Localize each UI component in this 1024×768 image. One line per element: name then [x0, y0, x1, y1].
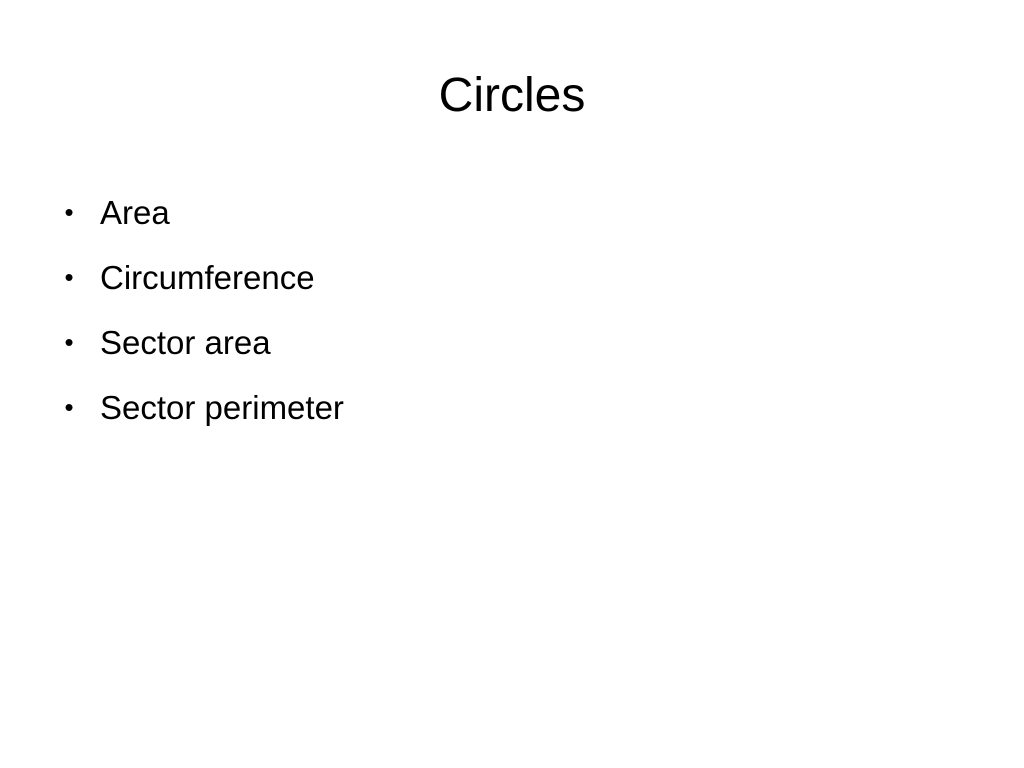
- bullet-text: Sector area: [100, 324, 271, 361]
- bullet-icon: •: [64, 262, 74, 292]
- bullet-text: Area: [100, 194, 170, 231]
- bullet-item-sector-area: • Sector area: [58, 310, 958, 375]
- bullet-icon: •: [64, 327, 74, 357]
- slide-title: Circles: [438, 69, 586, 122]
- bullet-list: • Area • Circumference • Sector area • S…: [58, 180, 958, 440]
- bullet-icon: •: [64, 197, 74, 227]
- bullet-text: Sector perimeter: [100, 389, 344, 426]
- bullet-item-area: • Area: [58, 180, 958, 245]
- bullet-icon: •: [64, 392, 74, 422]
- bullet-item-sector-perimeter: • Sector perimeter: [58, 375, 958, 440]
- bullet-item-circumference: • Circumference: [58, 245, 958, 310]
- bullet-text: Circumference: [100, 259, 315, 296]
